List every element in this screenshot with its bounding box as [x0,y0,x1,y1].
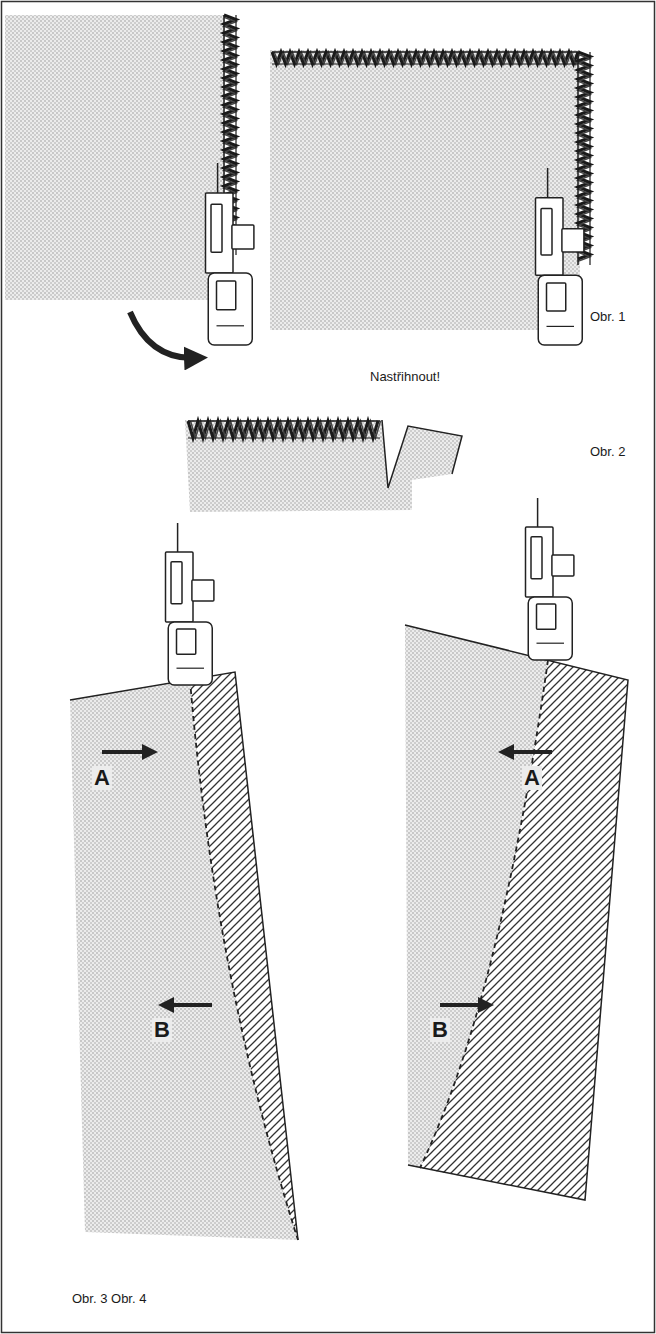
fabric [405,625,628,1200]
presser-foot [206,163,254,345]
callout-letter: A [92,766,112,790]
foot-part [211,204,222,252]
foot-part [538,275,582,345]
callout-letter: A [522,766,542,790]
stitch-edge [188,437,380,438]
overlock-stitch [191,421,381,438]
callout-letter: B [152,1018,172,1042]
fabric [5,15,225,300]
foot-part [232,225,254,249]
foot-part [177,668,205,669]
direction-arrow [440,1003,486,1007]
stitch-edge [272,63,578,64]
foot-part [166,552,194,622]
foot-part [208,273,252,345]
fabric-edge [405,625,628,1200]
foot-part [541,209,552,256]
cut-curve [420,660,548,1168]
foot-part [562,229,584,252]
direction-arrow [166,1003,212,1007]
foot-part [217,281,236,310]
turn-arrow [130,312,196,358]
trim-area [420,660,628,1200]
stitch-edge [272,51,578,53]
presser-foot [526,498,574,660]
stitch-edge [235,15,236,255]
fabric-edge [70,672,298,1240]
figure-number: Obr. 2 [588,445,627,459]
direction-arrow [506,750,552,754]
foot-part [528,597,572,660]
direction-arrow [102,750,150,754]
foot-part [206,193,234,273]
stitch-edge [589,52,590,265]
cut-line [382,420,462,488]
presser-foot [536,168,584,345]
instruction-note: Nastřihnout! [368,370,442,384]
foot-part [217,325,245,326]
foot-part [547,326,575,327]
foot-part [526,527,554,597]
stitch-edge [188,420,380,422]
foot-part [192,580,214,601]
overlock-stitch [274,52,580,64]
foot-part [177,629,196,654]
callout-letter: B [430,1018,450,1042]
foot-part [537,604,556,629]
figure-number: Obr. 3 Obr. 4 [70,1292,148,1306]
foot-part [536,198,564,276]
foot-part [171,562,182,604]
foot-part [552,555,574,576]
fabric [185,420,462,512]
figure-number: Obr. 1 [588,310,627,324]
fabric [70,672,298,1240]
foot-part [168,622,212,685]
presser-foot [166,523,214,685]
foot-part [531,537,542,579]
foot-part [547,283,566,311]
foot-part [537,643,565,644]
cut-curve [190,680,298,1240]
fabric [270,50,580,330]
